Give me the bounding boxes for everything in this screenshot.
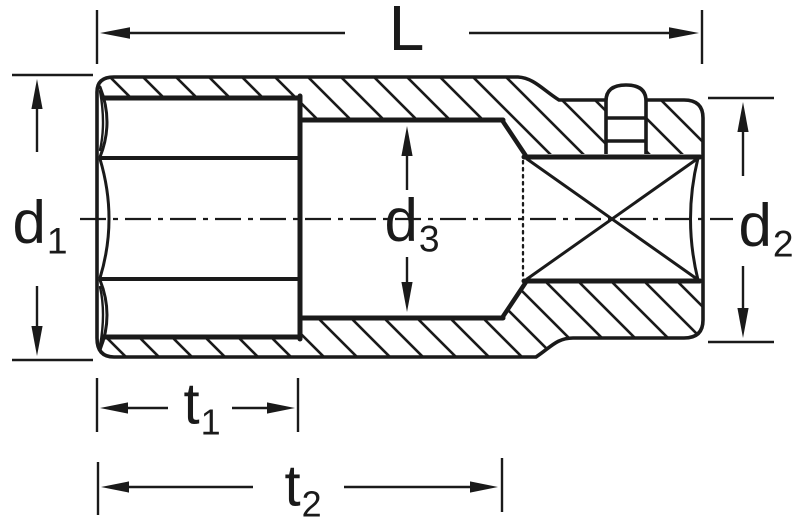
L-arrowhead-right: [669, 27, 699, 39]
t1-arrowhead-left: [100, 402, 128, 414]
ball-detent: [604, 83, 648, 154]
d2-arrowhead-down: [737, 308, 749, 338]
L-arrowhead-left: [100, 27, 130, 39]
bore-bottom-chamfer: [499, 279, 529, 321]
dimension-t2: [96, 458, 504, 515]
dimension-d3: [401, 126, 413, 312]
dimension-t1: [95, 378, 300, 432]
dim-label-L: L: [388, 0, 425, 65]
bore-top-chamfer: [499, 117, 529, 159]
mouth-chamfer-arc-middle: [98, 157, 111, 280]
d3-arrowhead-up: [401, 126, 413, 156]
dim-label-d3: d3: [384, 186, 440, 260]
dimension-d2: [708, 96, 774, 344]
d1-arrowhead-up: [31, 79, 43, 109]
dim-label-t2: t2: [284, 453, 322, 523]
dim-label-t1: t1: [183, 371, 221, 443]
d3-arrowhead-down: [401, 282, 413, 312]
detent-channel-outline: [604, 83, 648, 154]
mouth-chamfer-arc-bottom-inner: [98, 285, 105, 348]
mouth-chamfer-arc-top: [98, 85, 109, 159]
dimension-L: [95, 10, 704, 64]
mouth-chamfer-arc-bottom: [98, 278, 109, 352]
drive-end-face-arc: [689, 156, 700, 282]
d2-arrowhead-up: [737, 102, 749, 132]
dim-label-d2: d2: [738, 191, 794, 265]
inner-edges: [98, 85, 703, 352]
mouth-chamfer-arc-top-inner: [98, 89, 105, 152]
t1-arrowhead-right: [267, 402, 295, 414]
t2-arrowhead-left: [101, 481, 129, 493]
socket-outline: [95, 75, 705, 359]
t2-arrowhead-right: [470, 481, 498, 493]
dimension-d1: [12, 73, 93, 362]
dim-label-d1: d1: [12, 188, 68, 262]
d1-arrowhead-down: [31, 326, 43, 356]
